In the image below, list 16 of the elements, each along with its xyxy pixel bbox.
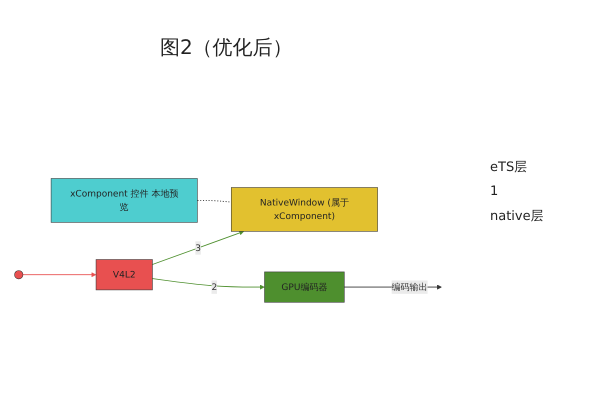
connector <box>196 200 232 202</box>
node-box: V4L2 <box>96 258 153 290</box>
node-circle <box>14 270 24 279</box>
edge-label: 编码输出 <box>392 281 428 292</box>
arrow <box>152 230 244 265</box>
node-box: GPU编码器 <box>264 271 345 302</box>
arrow <box>22 272 96 277</box>
layer-label: native层 <box>490 208 545 225</box>
arrow <box>152 278 265 290</box>
node-box: xComponent 控件 本地预览 <box>50 178 198 222</box>
diagram-title: 图2（优化后） <box>160 34 293 61</box>
edge-label: 3 <box>195 242 202 253</box>
layer-label: 1 <box>490 184 500 199</box>
layer-label: eTS层 <box>490 159 528 176</box>
node-box: NativeWindow (属于xComponent) <box>230 186 378 232</box>
edge-label: 2 <box>211 281 218 292</box>
